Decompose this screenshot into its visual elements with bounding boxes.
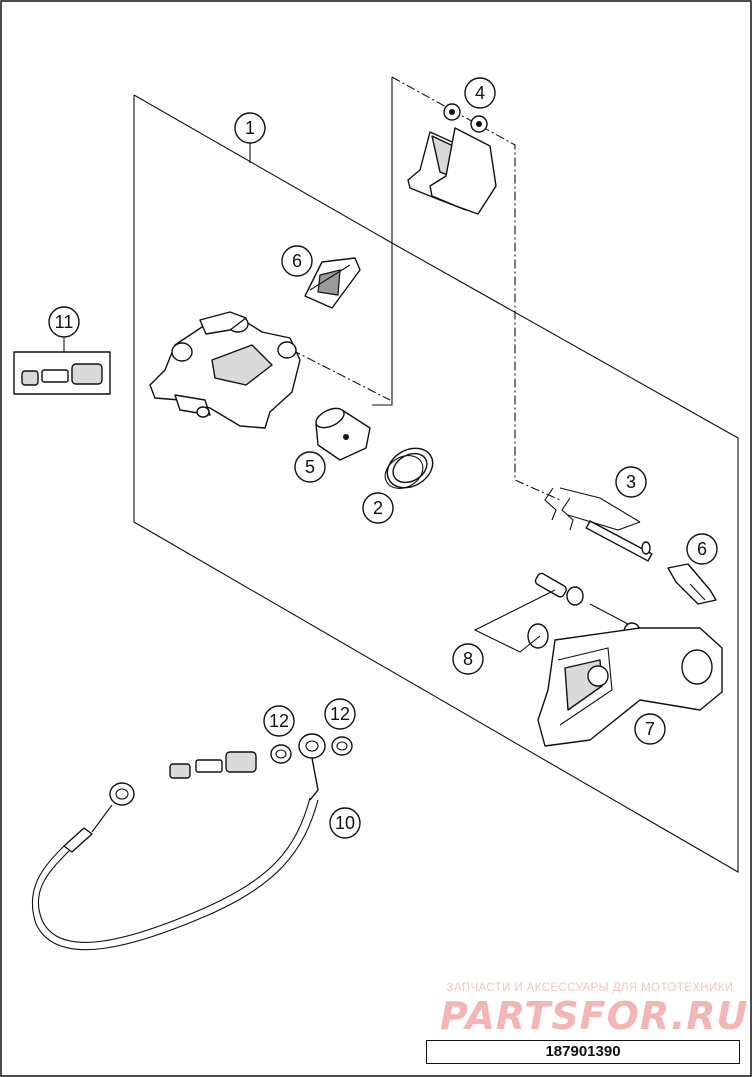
watermark-logo: PARTSFOR.RU [440, 994, 749, 1038]
callout-3: 3 [615, 466, 647, 498]
callout-6b-label: 6 [697, 539, 707, 559]
watermark-tagline: ЗАПЧАСТИ И АКСЕССУАРЫ ДЛЯ МОТОТЕХНИКИ [446, 982, 734, 994]
callout-8-label: 8 [463, 649, 473, 669]
axis-dashline [291, 349, 391, 401]
callout-7: 7 [634, 713, 666, 745]
callout-11: 11 [48, 306, 80, 338]
assembly-outline [133, 95, 739, 873]
guide-pin [473, 572, 641, 653]
caliper-bracket [537, 627, 723, 747]
callout-12b: 12 [324, 698, 356, 730]
callout-3-label: 3 [626, 472, 636, 492]
assembly-outline-top [133, 94, 393, 244]
caliper-body [149, 311, 301, 429]
pin-and-clips [544, 487, 653, 562]
assembly-inner-step [372, 243, 393, 406]
callout-1: 1 [234, 112, 266, 144]
pad-spring [304, 257, 361, 309]
callout-5-label: 5 [305, 457, 315, 477]
callout-12b-label: 12 [330, 704, 350, 724]
callout-4-label: 4 [475, 83, 485, 103]
callout-12a: 12 [263, 705, 295, 737]
callout-2: 2 [362, 492, 394, 524]
callout-5: 5 [294, 451, 326, 483]
banjo-fittings [169, 736, 353, 779]
callout-10: 10 [329, 807, 361, 839]
callout-7-label: 7 [645, 719, 655, 739]
callout-8: 8 [452, 643, 484, 675]
brake-pads [407, 103, 497, 215]
bleed-kit [13, 338, 111, 395]
callout-12a-label: 12 [269, 711, 289, 731]
callout-6a-label: 6 [292, 251, 302, 271]
callout-10-label: 10 [335, 813, 355, 833]
callout-1-label: 1 [245, 118, 255, 138]
callout-11-label: 11 [55, 312, 74, 332]
seal-kit [384, 447, 434, 489]
pad-spring-right [667, 563, 717, 605]
callout-4: 4 [464, 77, 496, 109]
piston [315, 407, 371, 461]
callout-2-label: 2 [373, 498, 383, 518]
callout-6b: 6 [686, 533, 718, 565]
brake-hose [31, 733, 326, 951]
callout-6a: 6 [281, 245, 313, 277]
document-number: 187901390 [426, 1040, 740, 1064]
